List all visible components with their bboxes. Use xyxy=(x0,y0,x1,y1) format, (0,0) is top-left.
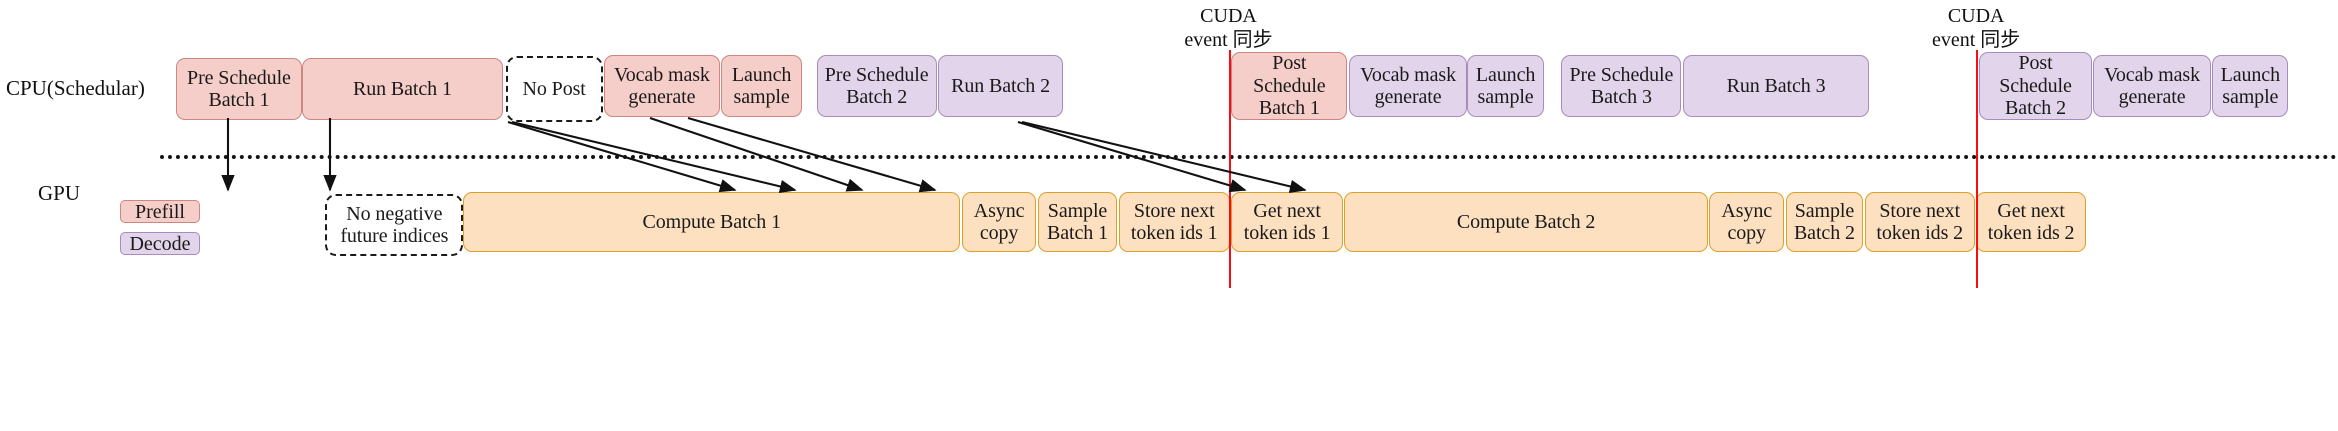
arrow-runbatch2-to-get1 xyxy=(649,117,864,192)
cpu-task-post-schedule-batch-1: Post Schedule Batch 1 xyxy=(1231,52,1348,120)
legend-decode-chip: Decode xyxy=(120,232,200,255)
gpu-task-async-copy: Async copy xyxy=(961,192,1037,252)
gpu-task-sample-batch-1: Sample Batch 1 xyxy=(1037,192,1118,252)
legend-prefill-chip: Prefill xyxy=(120,200,200,223)
cpu-task-vocab-mask-generate: Vocab mask generate xyxy=(1348,55,1468,117)
gpu-task-compute-batch-1: Compute Batch 1 xyxy=(463,192,961,252)
arrow-runbatch2-to-compute2 xyxy=(687,116,937,193)
cpu-task-pre-schedule-batch-3: Pre Schedule Batch 3 xyxy=(1561,55,1682,117)
legend-prefill-label: Prefill xyxy=(135,200,185,223)
cpu-task-launch-sample: Launch sample xyxy=(721,55,802,117)
gpu-row-label: GPU xyxy=(38,181,81,205)
cpu-task-vocab-mask-generate: Vocab mask generate xyxy=(2093,55,2211,117)
cpu-task-launch-sample: Launch sample xyxy=(1467,55,1544,117)
cuda-sync-label-2: CUDA event 同步 xyxy=(1932,5,2021,52)
gpu-task-sample-batch-2: Sample Batch 2 xyxy=(1785,192,1864,252)
gpu-task-get-next-token-ids-1: Get next token ids 1 xyxy=(1231,192,1343,252)
cpu-task-run-batch-2: Run Batch 2 xyxy=(938,55,1063,117)
gpu-task-compute-batch-2: Compute Batch 2 xyxy=(1344,192,1708,252)
cpu-task-no-post: No Post xyxy=(505,56,603,122)
cpu-task-run-batch-3: Run Batch 3 xyxy=(1682,55,1870,117)
cpu-task-run-batch-1: Run Batch 1 xyxy=(301,58,503,120)
cpu-row-label: CPU(Schedular) xyxy=(6,76,145,100)
cpu-task-launch-sample: Launch sample xyxy=(2212,55,2289,117)
gpu-task-async-copy: Async copy xyxy=(1709,192,1785,252)
cpu-task-post-schedule-batch-2: Post Schedule Batch 2 xyxy=(1979,52,2092,120)
cpu-task-vocab-mask-generate: Vocab mask generate xyxy=(603,55,720,117)
gpu-task-store-next-token-ids-1: Store next token ids 1 xyxy=(1118,192,1230,252)
gpu-task-get-next-token-ids-2: Get next token ids 2 xyxy=(1976,192,2087,252)
gpu-task-no-negative-future-indices: No negative future indices xyxy=(325,194,464,256)
cuda-sync-label-1: CUDA event 同步 xyxy=(1184,5,1273,52)
gpu-task-store-next-token-ids-2: Store next token ids 2 xyxy=(1864,192,1975,252)
cuda-sync-line-1 xyxy=(1228,50,1231,288)
cpu-task-pre-schedule-batch-2: Pre Schedule Batch 2 xyxy=(816,55,937,117)
cuda-sync-line-2 xyxy=(1976,50,1979,288)
lane-divider xyxy=(160,155,2338,159)
legend-decode-label: Decode xyxy=(129,232,191,255)
cpu-task-pre-schedule-batch-1: Pre Schedule Batch 1 xyxy=(175,58,302,120)
